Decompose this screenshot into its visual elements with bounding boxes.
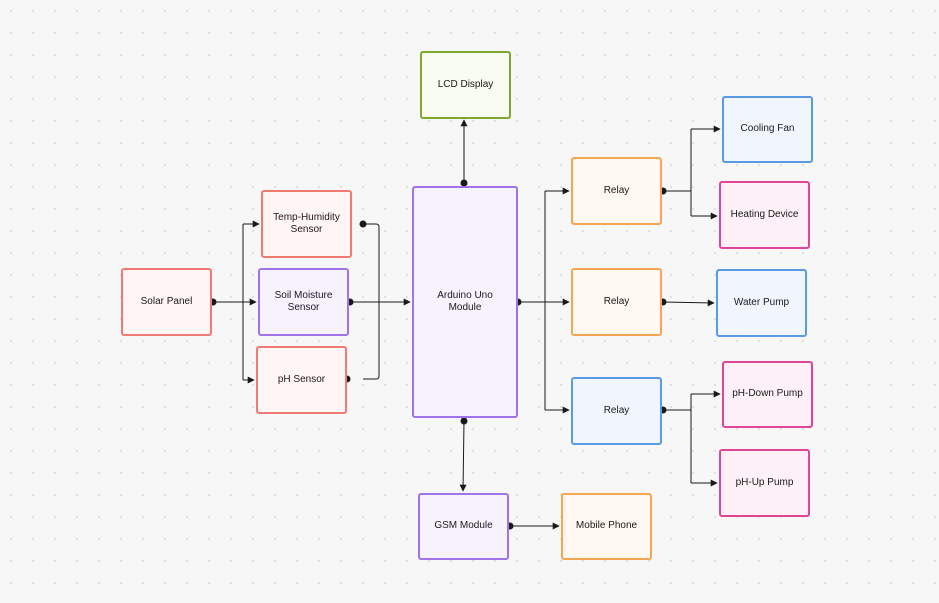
node-lcd-display[interactable]: LCD Display: [420, 51, 511, 119]
dot-arduino-bottom: [460, 417, 468, 425]
node-label: Relay: [603, 184, 630, 196]
node-label: Relay: [603, 295, 630, 307]
node-label: LCD Display: [437, 78, 494, 90]
node-soil-moisture-sensor[interactable]: Soil Moisture Sensor: [258, 268, 349, 336]
wire-sensors-to-arduino: [350, 223, 380, 380]
node-solar-panel[interactable]: Solar Panel: [121, 268, 212, 336]
node-cooling-fan[interactable]: Cooling Fan: [722, 96, 813, 163]
wire-to-water-pump: [662, 299, 715, 307]
wire-relay-3-fork: [663, 394, 692, 483]
dot-temp-out: [359, 220, 367, 228]
node-label: Cooling Fan: [740, 123, 795, 135]
wire-relay-1-fork: [663, 129, 692, 216]
node-label: GSM Module: [434, 520, 493, 532]
wire-arduino-to-gsm: [459, 420, 467, 492]
wire-arduino-to-relay-bus: [518, 191, 546, 410]
node-label: pH-Down Pump: [732, 388, 803, 400]
node-water-pump[interactable]: Water Pump: [716, 269, 807, 337]
node-label: pH Sensor: [277, 373, 326, 385]
node-label: Temp-Humidity Sensor: [273, 211, 340, 236]
node-label: Arduino Uno Module: [437, 289, 493, 314]
node-relay-2[interactable]: Relay: [571, 268, 662, 336]
wire-solar-to-sensors: [213, 224, 244, 380]
node-label: pH-Up Pump: [735, 476, 794, 488]
node-label: Heating Device: [730, 208, 799, 220]
node-mobile-phone[interactable]: Mobile Phone: [561, 493, 652, 560]
node-label: Water Pump: [733, 296, 790, 308]
node-label: Solar Panel: [140, 295, 193, 307]
node-heating-device[interactable]: Heating Device: [719, 181, 810, 249]
node-ph-sensor[interactable]: pH Sensor: [256, 346, 347, 414]
node-label: Soil Moisture Sensor: [274, 289, 333, 314]
node-gsm-module[interactable]: GSM Module: [418, 493, 509, 560]
node-label: Mobile Phone: [575, 520, 638, 532]
node-arduino-uno-module[interactable]: Arduino Uno Module: [412, 186, 518, 418]
node-ph-down-pump[interactable]: pH-Down Pump: [722, 361, 813, 428]
dot-arduino-top: [460, 179, 468, 187]
node-relay-3[interactable]: Relay: [571, 377, 662, 445]
node-ph-up-pump[interactable]: pH-Up Pump: [719, 449, 810, 517]
node-relay-1[interactable]: Relay: [571, 157, 662, 225]
node-label: Relay: [603, 404, 630, 416]
node-temp-humidity-sensor[interactable]: Temp-Humidity Sensor: [261, 190, 352, 258]
